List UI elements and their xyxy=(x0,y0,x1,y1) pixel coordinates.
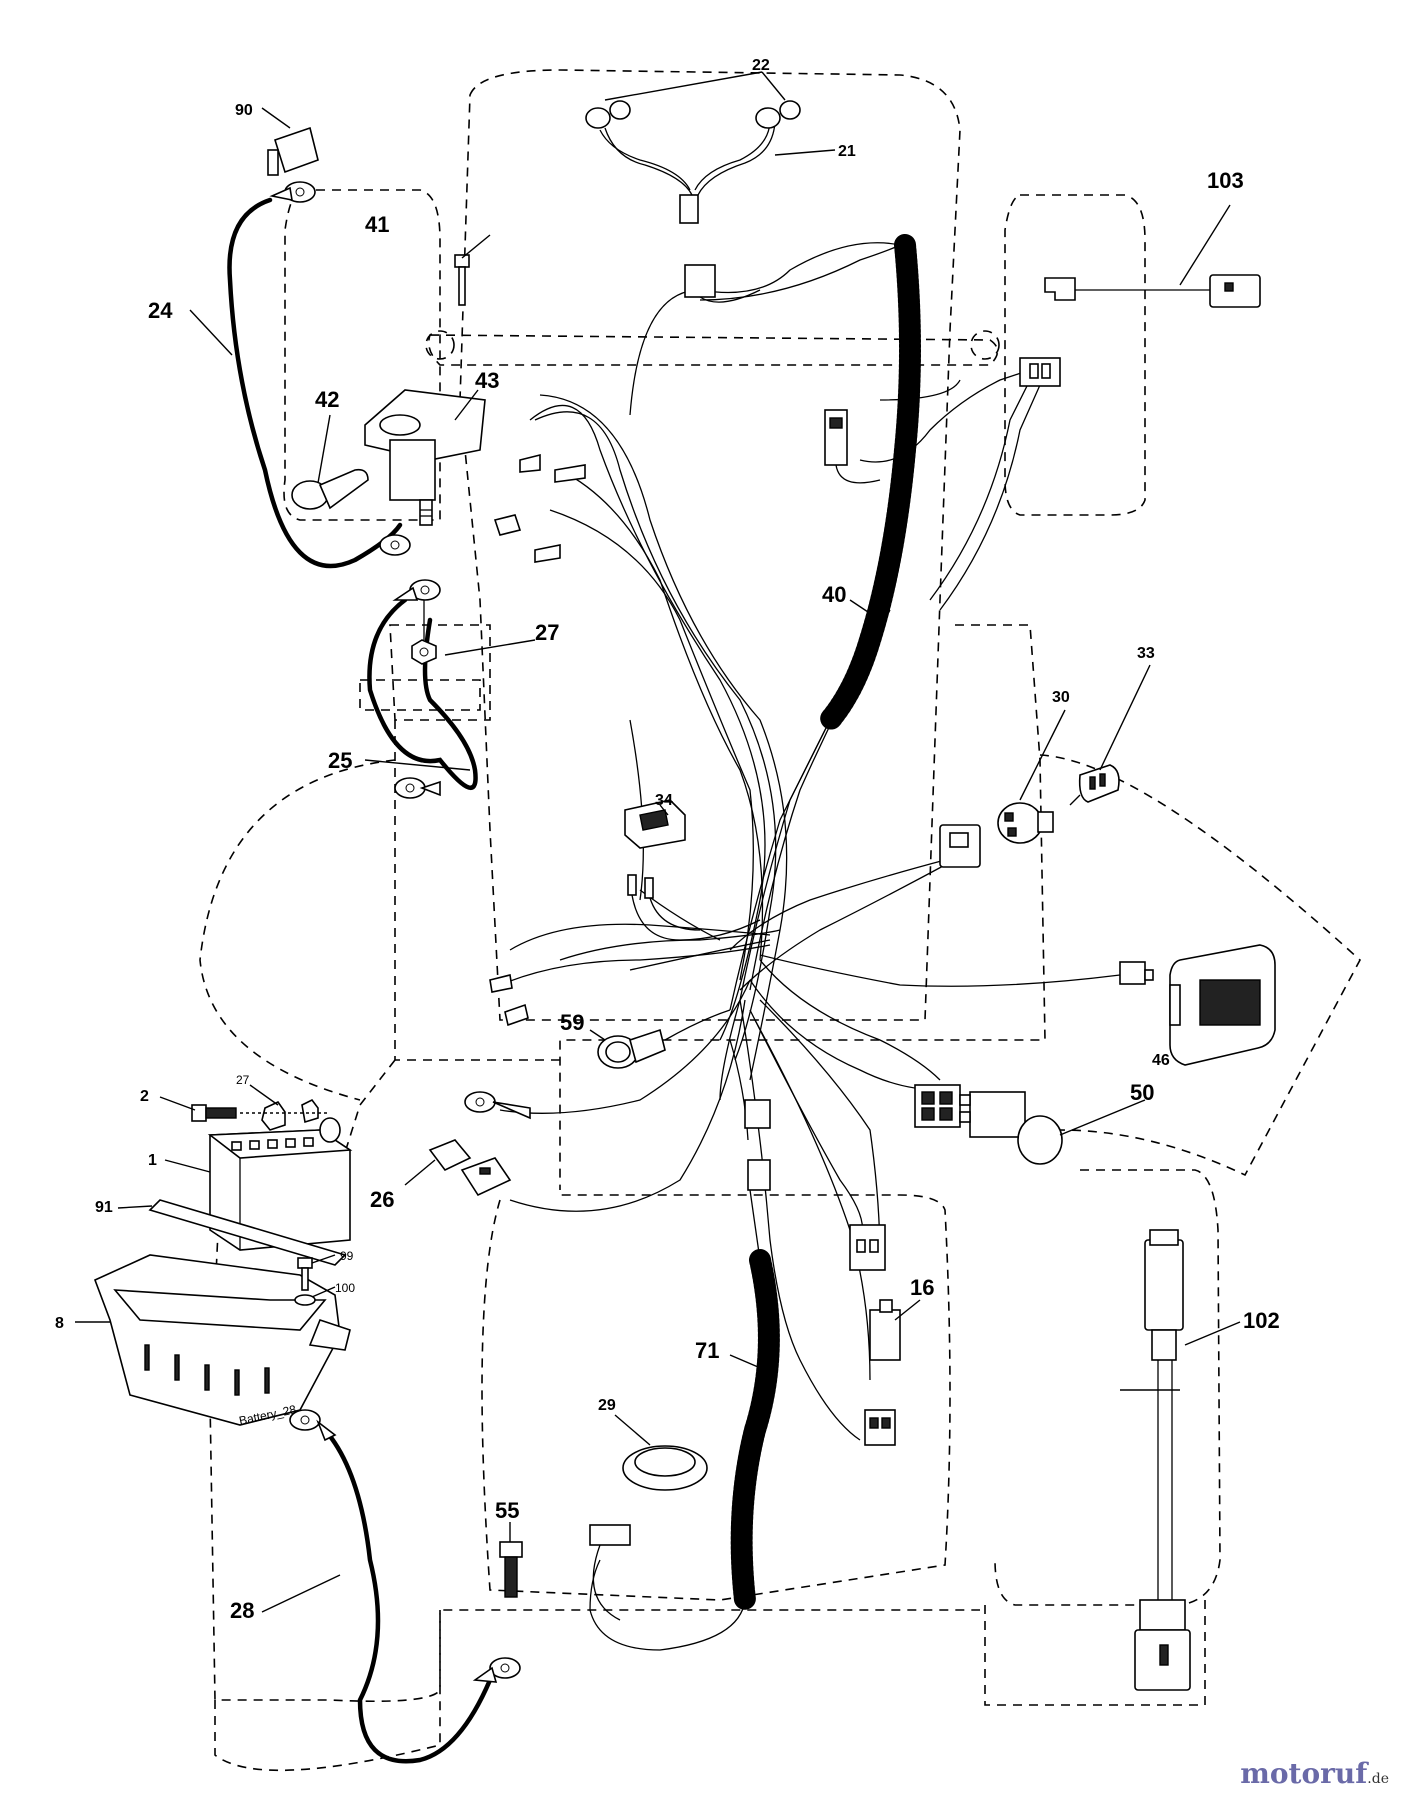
part-33-key xyxy=(1069,764,1120,806)
callout-2: 2 xyxy=(140,1088,149,1105)
part-41-bolt xyxy=(454,254,470,306)
callout-27b: 27 xyxy=(236,1073,250,1087)
callout-33: 33 xyxy=(1137,645,1155,662)
coiled-loom-40 xyxy=(819,234,921,731)
ring-terminals xyxy=(269,181,531,1683)
callout-34: 34 xyxy=(655,792,673,809)
part-90 xyxy=(267,126,319,176)
callout-30: 30 xyxy=(1052,689,1070,706)
callout-labels: 22 21 103 90 41 24 42 43 40 27 33 30 25 … xyxy=(55,57,1280,1623)
part-50-pto-switch xyxy=(959,1091,1063,1165)
part-16-relay xyxy=(864,1299,901,1446)
part-43-solenoid xyxy=(364,389,486,526)
callout-102: 102 xyxy=(1243,1308,1280,1333)
part-27-nut-top xyxy=(411,639,437,665)
callout-100: 100 xyxy=(335,1281,355,1295)
part-34-switch xyxy=(624,799,761,941)
callout-28: 28 xyxy=(230,1598,254,1623)
cable-28 xyxy=(322,1427,493,1764)
callout-43: 43 xyxy=(475,368,499,393)
cable-25 xyxy=(367,597,478,790)
callout-42: 42 xyxy=(315,387,339,412)
callout-16: 16 xyxy=(910,1275,934,1300)
callout-22: 22 xyxy=(752,57,770,74)
callout-8: 8 xyxy=(55,1315,64,1332)
battery-cables xyxy=(227,197,493,1764)
callout-50: 50 xyxy=(1130,1080,1154,1105)
center-connectors xyxy=(744,1084,961,1271)
callout-40: 40 xyxy=(822,582,846,607)
part-30-ignition xyxy=(997,802,1054,844)
callout-91: 91 xyxy=(95,1199,113,1216)
callout-26: 26 xyxy=(370,1187,394,1212)
cable-24 xyxy=(227,197,403,569)
watermark-logo: motoruf.de xyxy=(1240,1757,1389,1790)
callout-21: 21 xyxy=(838,143,856,160)
part-1-battery xyxy=(207,1117,353,1251)
headlight-bulb-left xyxy=(585,100,631,129)
callout-29: 29 xyxy=(598,1397,616,1414)
callout-24: 24 xyxy=(148,298,173,323)
callout-25: 25 xyxy=(328,748,352,773)
callout-90: 90 xyxy=(235,102,253,119)
part-46-meter xyxy=(1119,944,1276,1066)
headlight-harness xyxy=(585,100,801,303)
part-26-fuse xyxy=(428,1139,512,1197)
main-harness-wires xyxy=(499,242,1121,1441)
callout-71: 71 xyxy=(695,1338,719,1363)
watermark-brand: motoruf xyxy=(1240,1757,1368,1790)
right-connector xyxy=(1019,357,1061,387)
callout-99: 99 xyxy=(340,1249,354,1263)
part-42-boot xyxy=(291,468,369,510)
callout-1: 1 xyxy=(148,1152,157,1169)
coiled-loom-71 xyxy=(589,1189,780,1651)
headlight-bulb-right xyxy=(755,100,801,129)
part-27-lower xyxy=(240,1098,330,1131)
callout-27: 27 xyxy=(535,620,559,645)
chassis-outline xyxy=(199,69,1361,1772)
part-30-connector xyxy=(939,824,981,868)
callout-103: 103 xyxy=(1207,168,1244,193)
part-29-seat-switch xyxy=(589,1445,708,1621)
callout-46: 46 xyxy=(1152,1052,1170,1069)
relay-connector xyxy=(824,409,881,484)
part-103-cable xyxy=(1044,274,1261,308)
part-55-bolt xyxy=(499,1541,523,1598)
callout-41: 41 xyxy=(365,212,389,237)
part-59-lamp xyxy=(597,1009,731,1069)
part-102-harness xyxy=(1120,1229,1191,1691)
leader-lines xyxy=(75,71,1241,1613)
part-2-bolt xyxy=(191,1104,237,1122)
part-91-strap xyxy=(148,1199,347,1266)
part-8-tray xyxy=(93,1254,351,1426)
callout-59: 59 xyxy=(560,1010,584,1035)
spade-connectors xyxy=(489,453,586,1027)
callout-55: 55 xyxy=(495,1498,519,1523)
watermark-suffix: .de xyxy=(1367,1771,1389,1787)
